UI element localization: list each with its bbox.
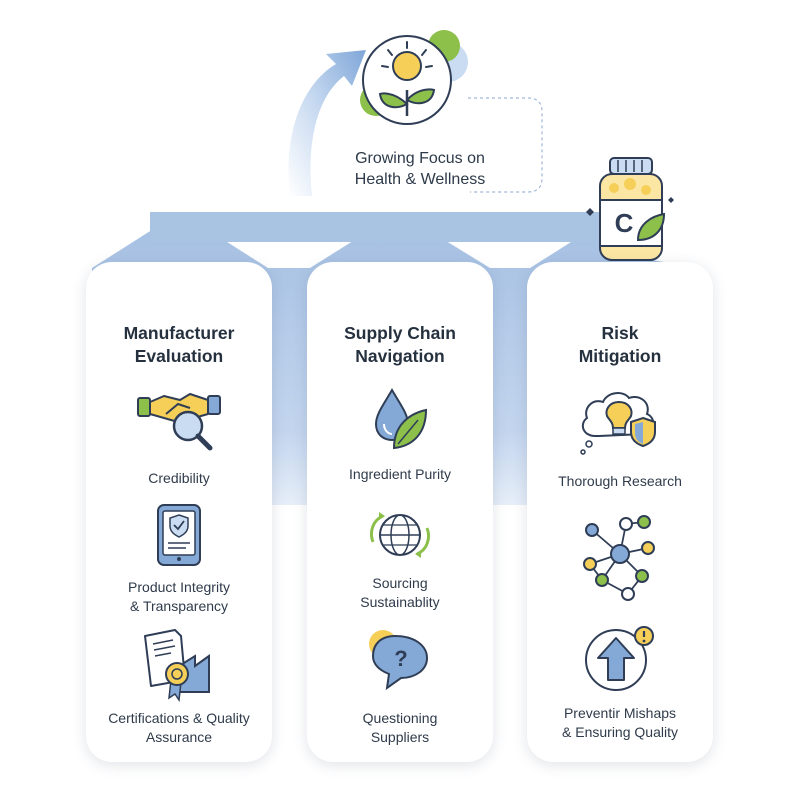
lightbulb-shield-icon [580,392,656,455]
tablet-shield-icon [157,504,201,566]
item-label-product-integrity: Product Integrity & Transparency [128,579,230,614]
pillar-title: Risk Mitigation [578,323,662,366]
sun-sprout-icon [360,30,468,125]
item-label-credibility: Credibility [148,470,210,486]
item-label-certifications: Certifications & Quality Assurance [108,710,250,745]
bottle-letter: C [615,208,634,238]
question-bubble-icon: ? [369,630,429,691]
water-drop-leaf-icon [374,387,428,450]
pillar-title: Supply Chain Navigation [344,323,456,366]
vitamin-c-bottle-icon: C [586,157,674,261]
growth-arrow [288,50,366,196]
pillar-card-manufacturer: Manufacturer Evaluation Credibility Prod… [86,262,272,762]
up-arrow-circle-icon [585,626,654,691]
item-label-questioning: Questioning Suppliers [362,710,438,745]
pillar-card-risk: Risk Mitigation Thorough Research [527,262,713,762]
handshake-magnifier-icon [137,393,221,451]
certificate-ribbon-icon [144,629,210,702]
globe-arrows-icon [369,512,431,558]
pillar-card-supply-chain: Supply Chain Navigation Ingredient Purit… [307,262,493,762]
hub-label: Growing Focus on Health & Wellness [354,150,486,188]
pillar-title: Manufacturer Evaluation [123,323,235,366]
svg-text:?: ? [394,646,407,671]
item-label-preventing-mishaps: Preventir Mishaps & Ensuring Quality [562,705,678,740]
item-label-sourcing: Sourcing Sustainablity [360,575,440,610]
item-label-ingredient-purity: Ingredient Purity [349,466,451,482]
item-label-thorough-research: Thorough Research [558,473,682,489]
dashed-connector [468,97,543,193]
network-nodes-icon [583,515,655,601]
